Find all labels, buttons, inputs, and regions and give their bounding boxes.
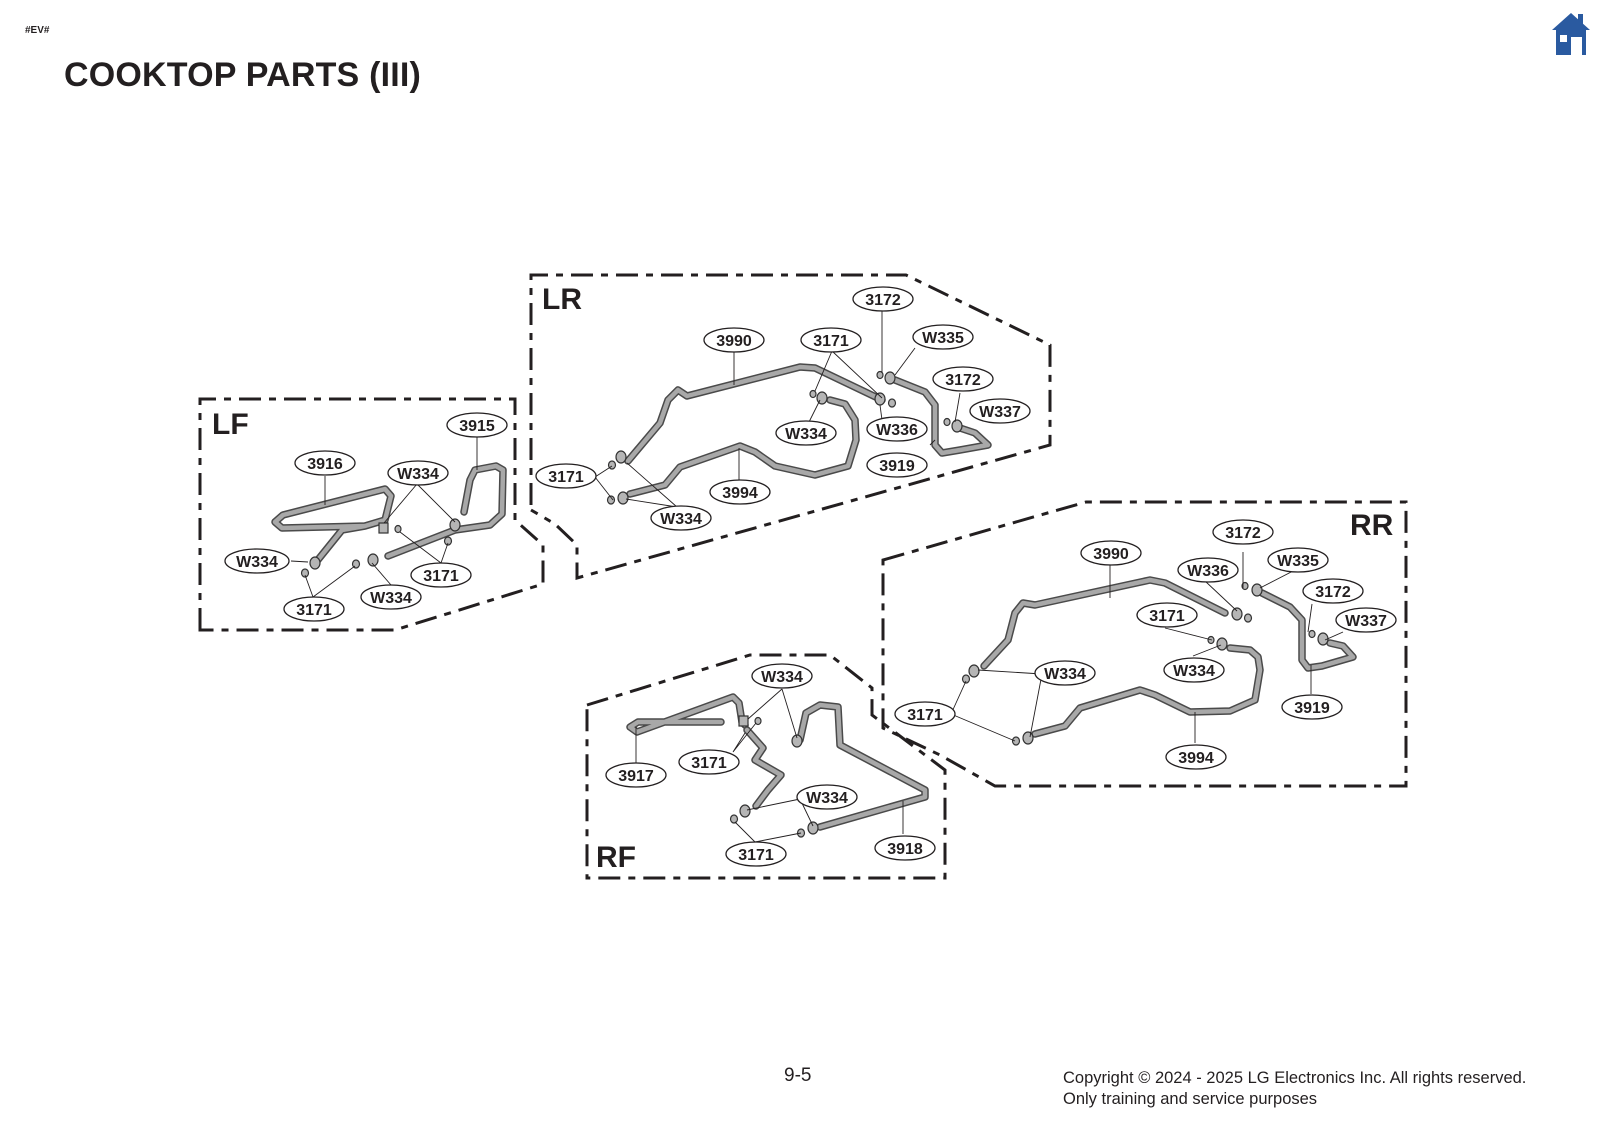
callout-lr-3171-left: 3171 bbox=[535, 463, 597, 489]
zone-label-rf: RF bbox=[596, 841, 636, 874]
callout-lr-3990: 3990 bbox=[703, 327, 765, 353]
callout-rf-w334-top: W334 bbox=[751, 663, 813, 689]
callout-lr-3172-top: 3172 bbox=[852, 286, 914, 312]
callout-rr-3171-mid: 3171 bbox=[1136, 602, 1198, 628]
zone-label-lf: LF bbox=[212, 408, 249, 441]
svg-text:W334: W334 bbox=[660, 511, 702, 528]
svg-text:W334: W334 bbox=[1044, 666, 1086, 683]
callout-lr-3171-top: 3171 bbox=[800, 327, 862, 353]
svg-text:W334: W334 bbox=[785, 426, 827, 443]
lf-pipes bbox=[271, 462, 507, 565]
callout-lf-w334-bottom: W334 bbox=[360, 584, 422, 610]
callout-rr-3994: 3994 bbox=[1165, 744, 1227, 770]
home-icon[interactable] bbox=[1551, 11, 1591, 57]
copyright-notice: Copyright © 2024 - 2025 LG Electronics I… bbox=[1063, 1068, 1526, 1110]
callout-lf-3915: 3915 bbox=[446, 412, 508, 438]
callout-lf-w334-top: W334 bbox=[387, 460, 449, 486]
lr-pipes bbox=[624, 363, 992, 498]
svg-text:W337: W337 bbox=[979, 404, 1021, 421]
svg-text:W334: W334 bbox=[236, 554, 278, 571]
copyright-line-2: Only training and service purposes bbox=[1063, 1090, 1318, 1108]
callout-rr-3990: 3990 bbox=[1080, 540, 1142, 566]
callout-lr-3172-mid: 3172 bbox=[932, 366, 994, 392]
svg-text:3171: 3171 bbox=[548, 469, 584, 486]
copyright-line-1: Copyright © 2024 - 2025 LG Electronics I… bbox=[1063, 1069, 1527, 1087]
callout-lf-3171-bottom: 3171 bbox=[283, 596, 345, 622]
rr-pipes bbox=[980, 576, 1357, 738]
svg-text:3916: 3916 bbox=[307, 456, 343, 473]
callout-rf-3917: 3917 bbox=[605, 762, 667, 788]
callout-lf-3171-right: 3171 bbox=[410, 562, 472, 588]
svg-text:W335: W335 bbox=[1277, 553, 1319, 570]
svg-text:W335: W335 bbox=[922, 330, 964, 347]
svg-text:3172: 3172 bbox=[865, 292, 901, 309]
svg-text:3917: 3917 bbox=[618, 768, 654, 785]
svg-text:3172: 3172 bbox=[945, 372, 981, 389]
zone-lr: LR bbox=[529, 273, 1052, 580]
svg-text:3994: 3994 bbox=[1178, 750, 1214, 767]
zone-label-lr: LR bbox=[542, 283, 582, 316]
svg-text:3990: 3990 bbox=[716, 333, 752, 350]
zone-rr: RR bbox=[881, 500, 1408, 788]
svg-text:W334: W334 bbox=[397, 466, 439, 483]
svg-text:W336: W336 bbox=[1187, 563, 1229, 580]
callout-lr-w336: W336 bbox=[866, 416, 928, 442]
svg-text:3171: 3171 bbox=[907, 707, 943, 724]
callout-lr-w334-mid: W334 bbox=[775, 420, 837, 446]
svg-text:3171: 3171 bbox=[738, 847, 774, 864]
callout-rr-w337: W337 bbox=[1335, 607, 1397, 633]
svg-text:W334: W334 bbox=[370, 590, 412, 607]
callout-rr-w336: W336 bbox=[1177, 557, 1239, 583]
callout-lf-3916: 3916 bbox=[294, 450, 356, 476]
svg-text:3171: 3171 bbox=[813, 333, 849, 350]
page-number: 9-5 bbox=[784, 1065, 812, 1086]
callout-rr-3919: 3919 bbox=[1281, 694, 1343, 720]
callout-rf-3171-mid: 3171 bbox=[678, 749, 740, 775]
svg-text:3994: 3994 bbox=[722, 485, 758, 502]
svg-text:W334: W334 bbox=[761, 669, 803, 686]
callout-rr-w334-left: W334 bbox=[1034, 660, 1096, 686]
svg-text:3919: 3919 bbox=[879, 458, 915, 475]
svg-text:3919: 3919 bbox=[1294, 700, 1330, 717]
svg-text:3915: 3915 bbox=[459, 418, 495, 435]
svg-text:3172: 3172 bbox=[1225, 525, 1261, 542]
callout-lr-w334-bottom: W334 bbox=[650, 505, 712, 531]
callout-lr-3994: 3994 bbox=[709, 479, 771, 505]
svg-text:3918: 3918 bbox=[887, 841, 923, 858]
page-title: COOKTOP PARTS (III) bbox=[64, 56, 422, 94]
zone-lf: LF bbox=[198, 397, 545, 632]
svg-text:3990: 3990 bbox=[1093, 546, 1129, 563]
zone-label-rr: RR bbox=[1350, 509, 1394, 542]
zone-rf: RF bbox=[585, 653, 947, 880]
callout-rf-3918: 3918 bbox=[874, 835, 936, 861]
callout-rf-3171-bottom: 3171 bbox=[725, 841, 787, 867]
leader-lines bbox=[290, 311, 1344, 843]
svg-text:3171: 3171 bbox=[1149, 608, 1185, 625]
svg-text:3171: 3171 bbox=[691, 755, 727, 772]
callout-rr-w334-right: W334 bbox=[1163, 657, 1225, 683]
callout-rr-3172-mid: 3172 bbox=[1302, 578, 1364, 604]
callout-lr-3919: 3919 bbox=[866, 452, 928, 478]
callout-rr-3171-left: 3171 bbox=[894, 701, 956, 727]
callout-lr-w337: W337 bbox=[969, 398, 1031, 424]
svg-text:W336: W336 bbox=[876, 422, 918, 439]
svg-text:3172: 3172 bbox=[1315, 584, 1351, 601]
callout-rf-w334-bottom: W334 bbox=[796, 784, 858, 810]
callout-lf-w334-left: W334 bbox=[224, 548, 290, 574]
svg-text:W334: W334 bbox=[806, 790, 848, 807]
document-marker: #EV# bbox=[25, 25, 50, 36]
rf-pipes bbox=[626, 693, 929, 831]
callout-rr-w335: W335 bbox=[1267, 547, 1329, 573]
svg-text:3171: 3171 bbox=[296, 602, 332, 619]
callout-lr-w335: W335 bbox=[912, 324, 974, 350]
svg-text:W334: W334 bbox=[1173, 663, 1215, 680]
svg-text:3171: 3171 bbox=[423, 568, 459, 585]
svg-text:W337: W337 bbox=[1345, 613, 1387, 630]
callout-rr-3172-top: 3172 bbox=[1212, 519, 1274, 545]
